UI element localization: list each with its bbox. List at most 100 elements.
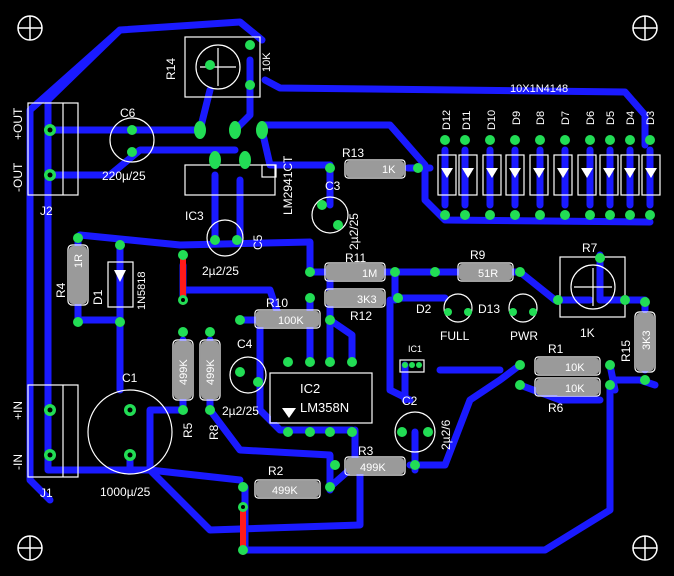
r15-ref: R15 <box>619 340 633 362</box>
c1-ref: C1 <box>122 371 138 385</box>
d13-ref: D13 <box>478 302 500 316</box>
d10-ref: D10 <box>486 110 498 130</box>
d1-ref: D1 <box>91 289 105 305</box>
r3-ref: R3 <box>358 444 374 458</box>
ic3-outline <box>184 164 276 196</box>
r4-value: 1R <box>73 254 85 268</box>
c4-outline <box>229 356 267 394</box>
mounting-hole-bottom-right <box>632 535 658 561</box>
r7-value: 1K <box>580 326 595 340</box>
r5-value: 499K <box>178 359 190 385</box>
c5-ref: C5 <box>251 234 265 250</box>
d11-ref: D11 <box>461 111 473 130</box>
r14-ref: R14 <box>164 58 178 80</box>
r2-value: 499K <box>272 485 298 497</box>
pads <box>44 40 655 555</box>
ic1-outline <box>399 359 425 373</box>
j2-minus-label: -OUT <box>11 162 25 192</box>
labels: R14 10K 10X1N4148 D12 D11 D10 D9 D8 D7 D… <box>11 52 657 500</box>
d6-ref: D6 <box>585 111 597 125</box>
d9-ref: D9 <box>511 111 523 125</box>
c6-outline <box>109 117 155 163</box>
r11-outline <box>324 262 386 282</box>
r1-value: 10K <box>565 362 585 374</box>
r14-value: 10K <box>261 52 273 72</box>
r7-ref: R7 <box>582 241 598 255</box>
c1-value: 1000µ/25 <box>100 485 151 499</box>
jumpers <box>180 252 246 555</box>
j1-plus-label: +IN <box>11 401 25 420</box>
c5-value: 2µ2/25 <box>202 264 239 278</box>
c6-value: 220µ/25 <box>102 169 146 183</box>
r3-value: 499K <box>360 462 386 474</box>
c4-ref: C4 <box>237 337 253 351</box>
c3-ref: C3 <box>325 179 341 193</box>
mounting-hole-bottom-left <box>17 535 43 561</box>
ic2-value: LM358N <box>300 400 349 415</box>
pad-holes <box>47 127 245 509</box>
r9-outline <box>457 262 514 282</box>
d13-outline <box>508 293 538 323</box>
j1-outline <box>27 384 79 478</box>
r11-ref: R11 <box>345 251 366 265</box>
c3-value: 2µ2/25 <box>347 213 361 250</box>
r4-outline <box>67 244 89 306</box>
mounting-hole-top-left <box>17 15 43 41</box>
r12-outline <box>324 288 386 308</box>
d1-value: 1N5818 <box>136 271 148 310</box>
c2-outline <box>394 411 436 453</box>
r12-ref: R12 <box>350 309 372 323</box>
d8-ref: D8 <box>535 111 547 125</box>
r13-ref: R13 <box>342 146 364 160</box>
ic3-value: LM2941CT <box>281 155 295 215</box>
r2-ref: R2 <box>268 464 284 478</box>
r5-ref: R5 <box>181 422 195 438</box>
r5-outline <box>172 339 194 401</box>
j1-minus-label: -IN <box>11 454 25 470</box>
r6-outline <box>534 377 601 397</box>
c5-outline <box>206 219 244 257</box>
r1-ref: R1 <box>548 342 564 356</box>
d2-outline <box>443 293 473 323</box>
r9-value: 51R <box>478 268 498 280</box>
r12-value: 3K3 <box>357 294 377 306</box>
mounting-hole-top-right <box>632 15 658 41</box>
r8-value: 499K <box>205 359 217 385</box>
j1-ref: J1 <box>40 486 53 500</box>
diode-array-outline <box>437 154 661 196</box>
j2-outline <box>27 102 79 196</box>
r4-ref: R4 <box>54 282 68 298</box>
r10-outline <box>254 309 321 329</box>
r10-value: 100K <box>278 315 304 327</box>
c3-outline <box>311 196 349 234</box>
d3-ref: D3 <box>645 111 657 125</box>
diode-symbols <box>114 168 657 418</box>
ic1-ref: IC1 <box>408 344 422 354</box>
r14-outline <box>184 36 261 98</box>
c4-value: 2µ2/25 <box>222 404 259 418</box>
led-array-value: 10X1N4148 <box>510 83 568 95</box>
d1-outline <box>107 261 134 308</box>
mounting-holes <box>17 15 658 561</box>
d2-ref: D2 <box>416 302 432 316</box>
r10-ref: R10 <box>266 296 288 310</box>
c6-ref: C6 <box>120 106 136 120</box>
ic2-ref: IC2 <box>300 381 320 396</box>
c1-outline <box>87 389 173 475</box>
r7-outline <box>559 256 626 318</box>
d5-ref: D5 <box>605 111 617 125</box>
full-label: FULL <box>440 329 470 343</box>
r13-value: 1K <box>382 164 396 176</box>
r8-ref: R8 <box>207 424 221 440</box>
r15-outline <box>634 311 656 373</box>
r8-outline <box>199 339 221 401</box>
j2-plus-label: +OUT <box>11 107 25 140</box>
r15-value: 3K3 <box>641 330 653 350</box>
r6-value: 10K <box>565 383 585 395</box>
ic2-outline <box>269 372 373 424</box>
r13-outline <box>344 159 406 179</box>
r11-value: 1M <box>362 268 377 280</box>
r6-ref: R6 <box>548 401 564 415</box>
d4-ref: D4 <box>625 111 637 125</box>
